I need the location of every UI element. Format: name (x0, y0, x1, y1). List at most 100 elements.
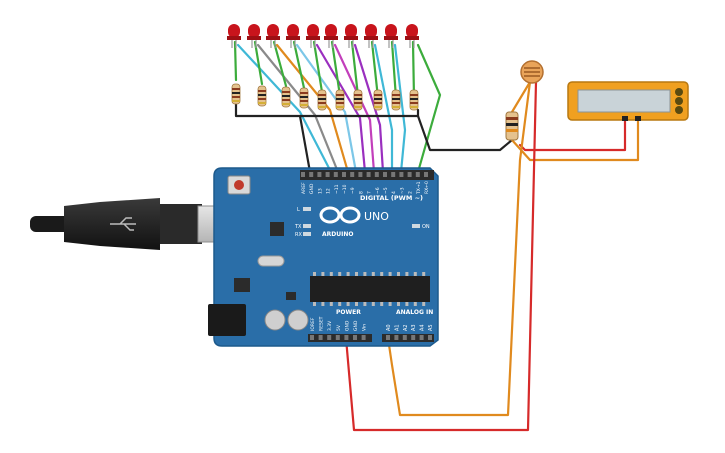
led-tx-label: TX (294, 224, 302, 230)
analog-pin-socket[interactable] (386, 335, 390, 340)
led-2[interactable] (247, 24, 261, 48)
wire-led7-pin[interactable] (353, 43, 385, 174)
digital-pin-socket[interactable] (309, 172, 314, 177)
wire-led4-pin[interactable] (295, 43, 358, 174)
wire-led6-pin[interactable] (333, 43, 376, 174)
digital-pin-socket[interactable] (383, 172, 387, 177)
digital-pin-socket[interactable] (374, 172, 379, 177)
power-pin-label: 5V (336, 324, 342, 331)
wire-ground-to-board[interactable] (298, 114, 312, 174)
digital-pin-label: AREF (301, 182, 307, 194)
led-on (412, 224, 420, 228)
wire-led10-pin[interactable] (416, 43, 442, 174)
digital-pin-socket[interactable] (342, 172, 346, 177)
power-jack[interactable] (208, 304, 246, 336)
analog-pin-label: A0 (386, 324, 392, 331)
digital-pin-label: 13 (317, 188, 323, 194)
resistor-6[interactable] (335, 89, 345, 111)
power-pin-socket[interactable] (327, 335, 332, 340)
resistor-10[interactable] (409, 89, 419, 111)
resistor-4[interactable] (299, 87, 309, 109)
digital-pin-socket[interactable] (358, 172, 363, 177)
analog-pin-socket[interactable] (428, 335, 432, 340)
resistor-8[interactable] (373, 89, 383, 111)
digital-pin-label: 7 (367, 191, 373, 194)
digital-pin-label: 8 (358, 191, 364, 194)
wire-led9-pin[interactable] (393, 43, 407, 174)
resistor-5[interactable] (317, 89, 327, 111)
digital-pin-label: ~11 (334, 184, 340, 194)
led-3[interactable] (266, 24, 280, 48)
digital-pin-label: RX←0 (424, 181, 430, 194)
power-pin-socket[interactable] (361, 335, 366, 340)
wire-led4[interactable] (292, 40, 306, 90)
power-pin-socket[interactable] (344, 335, 349, 340)
led-9[interactable] (384, 24, 398, 48)
analog-pin-socket[interactable] (411, 335, 416, 340)
power-pin-socket[interactable] (318, 335, 323, 340)
digital-pin-socket[interactable] (415, 172, 420, 177)
wire-ground-to-ldr[interactable] (416, 114, 514, 152)
wire-ldr-to-a0[interactable] (386, 80, 532, 417)
capacitor-2 (287, 309, 309, 331)
power-pin-socket[interactable] (335, 335, 340, 340)
wire-led8-pin[interactable] (373, 43, 394, 174)
digital-pin-socket[interactable] (333, 172, 338, 177)
resistor-2[interactable] (257, 85, 267, 107)
wire-led2[interactable] (253, 40, 264, 86)
led-10[interactable] (405, 24, 419, 48)
led-6[interactable] (324, 24, 338, 48)
digital-pin-socket[interactable] (350, 172, 355, 177)
digital-pin-socket[interactable] (424, 172, 428, 177)
wire-led10[interactable] (411, 40, 416, 100)
power-pin-label: RESET (319, 316, 325, 331)
wire-ground-bus[interactable] (234, 100, 420, 118)
analog-pin-socket[interactable] (419, 335, 424, 340)
power-pin-socket[interactable] (310, 335, 314, 340)
led-l (303, 207, 311, 211)
digital-pin-socket[interactable] (325, 172, 330, 177)
led-1[interactable] (227, 24, 241, 48)
arduino-logo-icon (319, 206, 361, 224)
analog-pin-socket[interactable] (394, 335, 399, 340)
led-5[interactable] (306, 24, 320, 48)
resistor-9[interactable] (391, 89, 401, 111)
digital-pin-socket[interactable] (399, 172, 404, 177)
resistor-1[interactable] (231, 83, 241, 105)
wire-led8[interactable] (370, 40, 380, 100)
lcd-display[interactable] (567, 81, 689, 121)
wire-ldr-to-lcd[interactable] (510, 116, 640, 162)
power-pin-label: Vin (362, 324, 368, 331)
resistor-3[interactable] (281, 86, 291, 108)
wire-ldr-top[interactable] (510, 80, 532, 114)
led-4[interactable] (286, 24, 300, 48)
wire-led6[interactable] (330, 40, 342, 98)
digital-pin-socket[interactable] (366, 172, 371, 177)
analog-pin-socket[interactable] (402, 335, 407, 340)
wire-led5[interactable] (312, 40, 324, 94)
digital-pin-socket[interactable] (407, 172, 412, 177)
on-label: ON (422, 224, 430, 230)
led-8[interactable] (364, 24, 378, 48)
resistor-7[interactable] (353, 89, 363, 111)
analog-pin-label: A1 (394, 324, 400, 331)
wire-led7[interactable] (350, 40, 360, 98)
wire-led3[interactable] (272, 40, 288, 88)
power-pin-socket[interactable] (353, 335, 357, 340)
wire-5v[interactable] (344, 80, 538, 432)
led-7[interactable] (344, 24, 358, 48)
digital-pin-socket[interactable] (317, 172, 322, 177)
small-chip (286, 292, 296, 300)
digital-pin-socket[interactable] (391, 172, 396, 177)
digital-pin-socket[interactable] (301, 172, 305, 177)
wire-led5-pin[interactable] (315, 43, 367, 174)
wire-led1[interactable] (233, 40, 238, 82)
wire-led3-pin[interactable] (275, 43, 350, 174)
wire-led9[interactable] (390, 40, 398, 100)
digital-pin-label: 4 (391, 191, 397, 194)
model-label: UNO (364, 210, 389, 223)
photoresistor[interactable] (505, 60, 544, 141)
digital-pin-label: ~6 (375, 187, 381, 194)
